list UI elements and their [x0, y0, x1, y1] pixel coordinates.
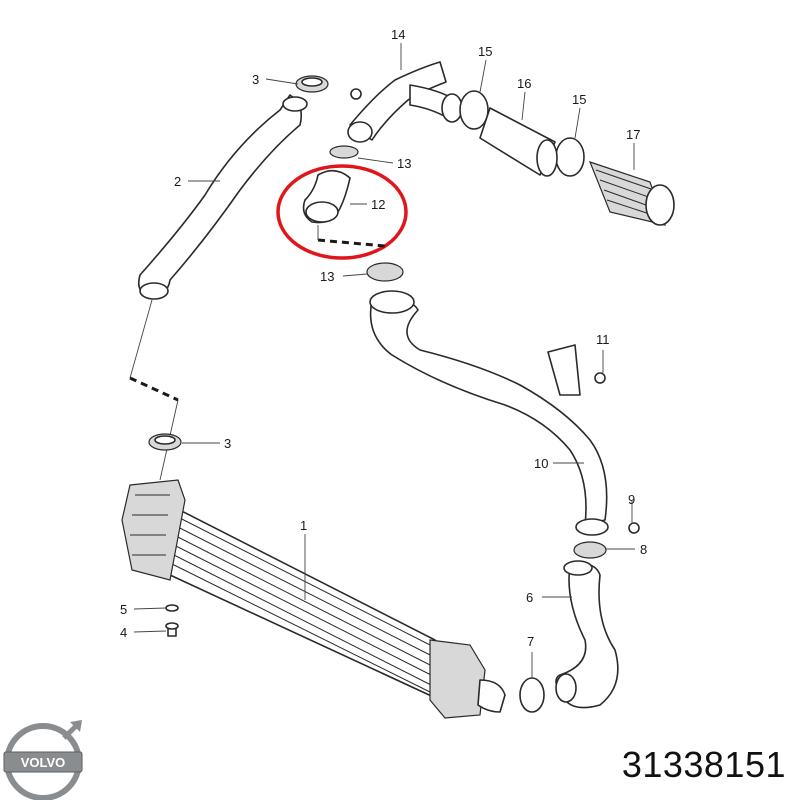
clamp-part-13-lower: [366, 262, 404, 282]
callout-6: 6: [526, 590, 533, 605]
callout-13-lower: 13: [320, 269, 334, 284]
callout-14: 14: [391, 27, 405, 42]
clamp-part-15-lower: [555, 137, 585, 177]
highlighted-hose-part-12: [302, 145, 359, 224]
callout-17: 17: [626, 127, 640, 142]
callout-4: 4: [120, 625, 127, 640]
clamp-part-8: [573, 541, 607, 559]
callout-11: 11: [596, 332, 610, 347]
clamp-part-3-lower: [148, 433, 182, 451]
clamp-part-15-upper: [459, 90, 489, 130]
callout-13-upper: 13: [397, 156, 411, 171]
highlight-ring: [276, 164, 408, 260]
callout-8: 8: [640, 542, 647, 557]
callout-3-upper: 3: [252, 72, 259, 87]
part-number-label: 31338151: [621, 744, 786, 785]
callout-15-upper: 15: [478, 44, 492, 59]
volvo-logo: VOLVO: [3, 720, 83, 800]
pipe-part-10: [369, 290, 609, 536]
screw-part-4: [165, 622, 179, 637]
sleeve-part-16: [479, 107, 558, 177]
callout-7: 7: [527, 634, 534, 649]
connection-dash-middle: [317, 238, 386, 248]
bolt-part-9: [628, 522, 640, 534]
callout-15-lower: 15: [572, 92, 586, 107]
leader-hose-to-intercooler: [129, 299, 153, 379]
pipe-part-17: [588, 161, 675, 226]
leader-lines: [133, 43, 635, 678]
callout-12: 12: [371, 197, 385, 212]
clamp-part-3-upper: [295, 75, 329, 93]
callout-2: 2: [174, 174, 181, 189]
hose-part-6: [555, 560, 619, 709]
callout-1: 1: [300, 518, 307, 533]
callout-10: 10: [534, 456, 548, 471]
pipe-part-14: [347, 61, 463, 143]
callout-5: 5: [120, 602, 127, 617]
volvo-logo-wordmark: VOLVO: [21, 755, 66, 770]
washer-part-5: [165, 604, 179, 612]
callout-16: 16: [517, 76, 531, 91]
clamp-part-7: [519, 677, 545, 713]
connection-dash-left: [129, 376, 179, 402]
callout-3-lower: 3: [224, 436, 231, 451]
callout-9: 9: [628, 492, 635, 507]
callout-labels: 1 2 3 3 4 5 6 7 8 9 10 11 12 13 13 14 15…: [120, 27, 647, 649]
intercooler-part-1: [121, 479, 506, 719]
hose-part-2: [137, 94, 308, 300]
